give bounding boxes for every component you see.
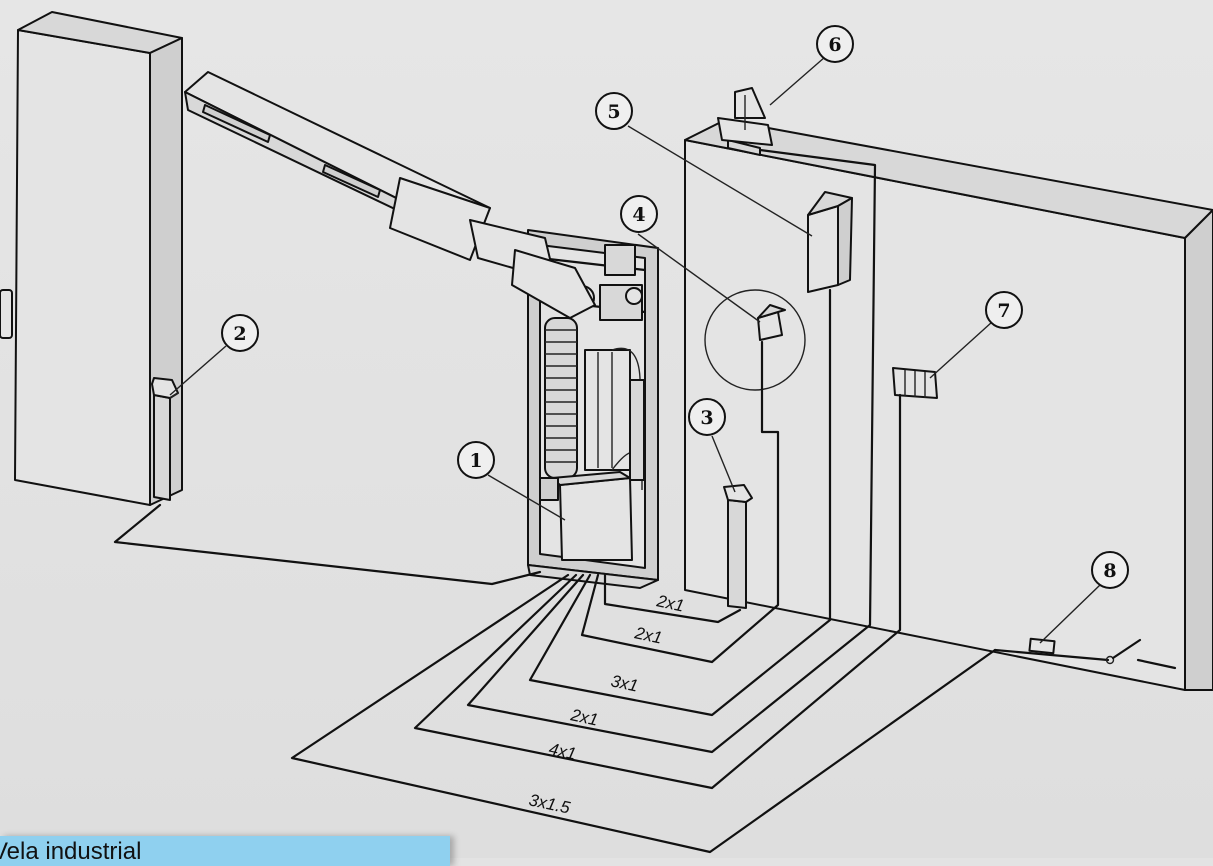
photocell-3 bbox=[723, 484, 753, 609]
boom-arm bbox=[184, 71, 596, 319]
callout-6-label: 6 bbox=[828, 34, 841, 56]
callout-3: 3 bbox=[688, 398, 726, 436]
flashing-light-6 bbox=[717, 87, 773, 156]
callout-8: 8 bbox=[1091, 551, 1129, 589]
caption-text: Vela industrial bbox=[0, 838, 142, 865]
cable-label-5: 4x1 bbox=[547, 739, 578, 763]
cable-label-3: 3x1 bbox=[609, 671, 640, 695]
control-box-1 bbox=[539, 471, 633, 561]
callout-2: 2 bbox=[221, 314, 259, 352]
callout-8-label: 8 bbox=[1103, 560, 1116, 582]
callout-3-label: 3 bbox=[700, 407, 713, 429]
motor bbox=[584, 347, 645, 490]
edge-device bbox=[0, 289, 13, 339]
cable-routes bbox=[113, 148, 997, 854]
callout-5: 5 bbox=[595, 92, 633, 130]
spring bbox=[544, 317, 578, 479]
callout-1-label: 1 bbox=[469, 450, 482, 472]
callout-1: 1 bbox=[457, 441, 495, 479]
cable-label-2: 2x1 bbox=[632, 623, 664, 647]
receiver-5 bbox=[807, 191, 853, 293]
callout-4: 4 bbox=[620, 195, 658, 233]
callout-7-label: 7 bbox=[997, 300, 1010, 322]
right-wall bbox=[684, 119, 1213, 691]
key-switch-4 bbox=[704, 289, 806, 391]
callout-7: 7 bbox=[985, 291, 1023, 329]
callout-2-label: 2 bbox=[233, 323, 246, 345]
power-switch-8 bbox=[993, 637, 1177, 670]
callout-6: 6 bbox=[816, 25, 854, 63]
callout-leaders bbox=[169, 56, 1101, 644]
barrier-cabinet bbox=[527, 229, 659, 589]
callout-5-label: 5 bbox=[607, 101, 620, 123]
callout-4-label: 4 bbox=[632, 204, 645, 226]
caption-banner: Vela industrial bbox=[0, 836, 450, 866]
cable-label-6: 3x1.5 bbox=[527, 790, 572, 817]
photocell-2 bbox=[151, 377, 179, 501]
button-panel-7 bbox=[892, 367, 938, 399]
